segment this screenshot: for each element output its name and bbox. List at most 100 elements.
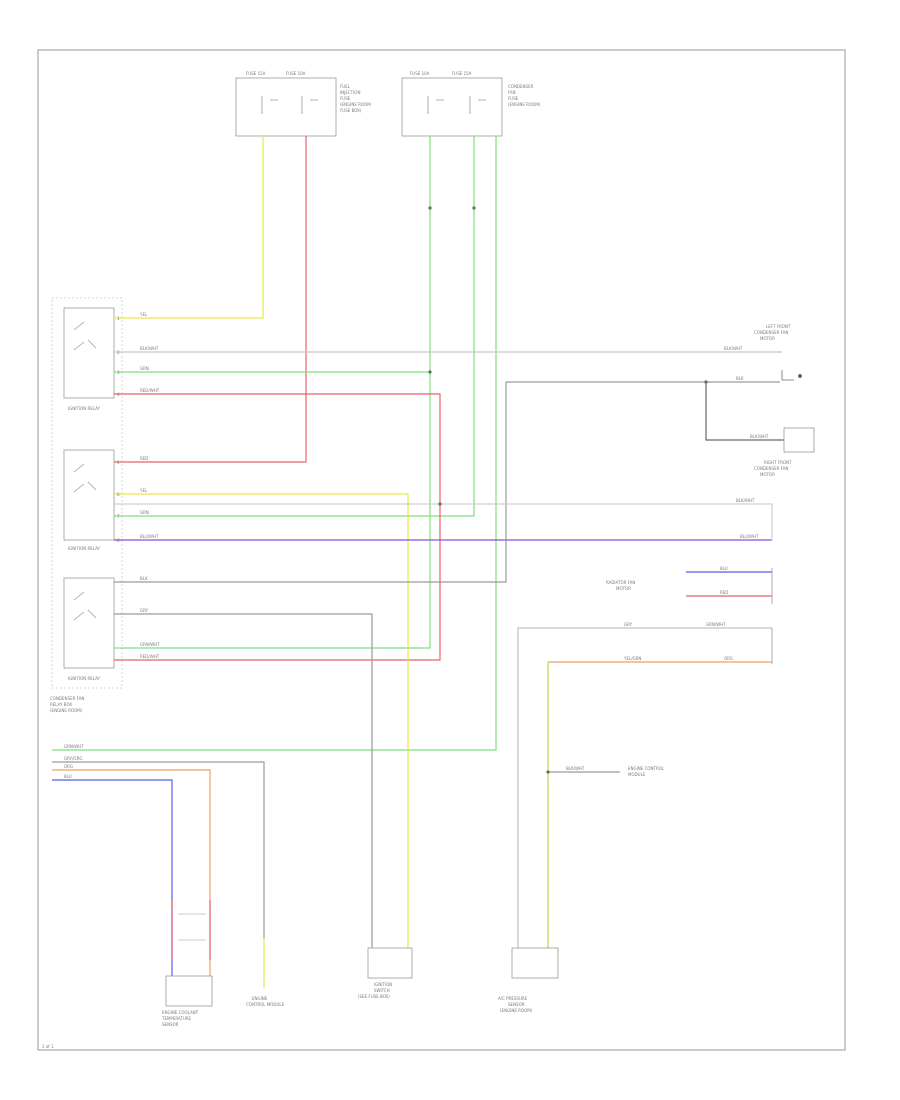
svg-text:FUSE 10A: FUSE 10A (410, 71, 430, 76)
wire-label-group: YEL BLK/WHT GRN RED/WHT RED YEL GRN BLU/… (64, 312, 769, 779)
right-front-condenser-fan-motor: RIGHT FRONT CONDENSER FAN MOTOR (754, 427, 815, 477)
svg-text:YEL: YEL (139, 488, 148, 493)
svg-text:8: 8 (117, 538, 120, 543)
svg-text:ENGINE CONTROL: ENGINE CONTROL (628, 766, 665, 771)
relay-group-label-2: RELAY BOX (50, 702, 72, 707)
svg-text:BLK: BLK (736, 376, 744, 381)
svg-text:(ENGINE ROOM): (ENGINE ROOM) (508, 102, 541, 107)
svg-text:BLK/WHT: BLK/WHT (140, 346, 159, 351)
svg-text:BLU: BLU (720, 566, 728, 571)
engine-control-module-bottom: ENGINE CONTROL MODULE (246, 938, 285, 1007)
svg-text:BLU: BLU (64, 774, 72, 779)
radiator-fan-motor: RADIATOR FAN MOTOR (606, 568, 773, 604)
svg-text:BLK: BLK (140, 576, 148, 581)
svg-text:GRY: GRY (624, 622, 633, 627)
svg-text:SWITCH: SWITCH (374, 988, 390, 993)
svg-text:IGNITION RELAY: IGNITION RELAY (68, 676, 101, 681)
svg-text:RED/WHT: RED/WHT (140, 654, 160, 659)
svg-text:RED: RED (720, 590, 728, 595)
svg-text:RED/WHT: RED/WHT (140, 388, 160, 393)
svg-text:IGNITION RELAY: IGNITION RELAY (68, 406, 101, 411)
svg-text:ENGINE COOLANT: ENGINE COOLANT (162, 1010, 199, 1015)
svg-text:GRN/WHT: GRN/WHT (140, 642, 160, 647)
svg-text:SENSOR: SENSOR (162, 1022, 179, 1027)
wire-gray-7 (52, 761, 265, 938)
wire-green-4 (52, 136, 497, 751)
wire-green-3 (114, 136, 475, 517)
svg-text:FUEL: FUEL (340, 84, 351, 89)
ignition-switch: IGNITION SWITCH (SEE FUSE BOX) (358, 947, 413, 999)
svg-text:YEL: YEL (139, 312, 148, 317)
pin-label-group: 1 2 3 4 5 6 7 8 (117, 316, 120, 543)
svg-text:YEL/GRN: YEL/GRN (623, 656, 641, 661)
wire-green-2 (114, 372, 431, 649)
ignition-relay-3: IGNITION RELAY (63, 577, 115, 681)
svg-text:CONDENSER FAN: CONDENSER FAN (754, 466, 788, 471)
relay-group-label-3: (ENGINE ROOM) (50, 708, 83, 713)
relay-group-label: CONDENSER FAN (50, 696, 84, 701)
svg-text:ENGINE: ENGINE (252, 996, 268, 1001)
engine-control-module-right: ENGINE CONTROL MODULE (628, 628, 773, 777)
svg-text:RIGHT FRONT: RIGHT FRONT (764, 460, 792, 465)
svg-text:TEMPERATURE: TEMPERATURE (161, 1016, 192, 1021)
svg-text:A/C PRESSURE: A/C PRESSURE (498, 996, 528, 1001)
svg-text:MOTOR: MOTOR (760, 472, 775, 477)
wire-blue-2 (52, 779, 173, 980)
svg-text:IGNITION RELAY: IGNITION RELAY (68, 546, 101, 551)
engine-coolant-temperature-sensor: ENGINE COOLANT TEMPERATURE SENSOR (161, 900, 213, 1027)
wire-green-1 (114, 136, 431, 373)
svg-text:GRN/WHT: GRN/WHT (64, 744, 84, 749)
svg-text:FUSE BOX): FUSE BOX) (340, 108, 362, 113)
svg-text:CONDENSER: CONDENSER (508, 84, 534, 89)
fuse-box-a: FUSE 15A FUSE 10A FUEL INJECTION FUSE (E… (235, 71, 371, 137)
svg-text:MOTOR: MOTOR (760, 336, 775, 341)
svg-text:4: 4 (117, 392, 120, 397)
svg-text:FAN: FAN (508, 90, 516, 95)
ignition-relay-2: IGNITION RELAY (63, 449, 115, 551)
wire-orange-2 (52, 769, 211, 980)
page-number: 1 of 1 (42, 1044, 54, 1049)
svg-text:3: 3 (117, 370, 120, 375)
wire-gray-5 (114, 503, 773, 540)
fuse-box-b: FUSE 10A FUSE 15A CONDENSER FAN FUSE (EN… (401, 71, 541, 137)
svg-text:6: 6 (117, 492, 120, 497)
svg-text:IGNITION: IGNITION (374, 982, 392, 987)
wire-gray-6 (517, 627, 772, 948)
wire-gray-3 (705, 382, 784, 441)
svg-text:7: 7 (117, 514, 120, 519)
svg-text:(ENGINE ROOM: (ENGINE ROOM (340, 102, 371, 107)
svg-text:GRN: GRN (140, 510, 149, 515)
wire-red-1 (114, 136, 307, 463)
wire-yellow-2 (114, 493, 409, 948)
ignition-relay-1: IGNITION RELAY (63, 307, 115, 411)
wire-red-2 (114, 393, 441, 661)
svg-text:BLU/WHT: BLU/WHT (140, 534, 159, 539)
relay-group-outline (51, 297, 123, 689)
svg-text:GRN/WHT: GRN/WHT (706, 622, 726, 627)
svg-text:RED: RED (140, 456, 148, 461)
svg-text:MOTOR: MOTOR (616, 586, 631, 591)
svg-text:ORG: ORG (64, 764, 73, 769)
splice-points (428, 206, 708, 774)
svg-text:FUSE 10A: FUSE 10A (286, 71, 306, 76)
svg-text:1: 1 (117, 316, 120, 321)
svg-text:BLU/WHT: BLU/WHT (740, 534, 759, 539)
svg-text:2: 2 (117, 350, 120, 355)
wires (52, 136, 784, 980)
wire-gray-4 (114, 613, 373, 948)
svg-text:SENSOR: SENSOR (508, 1002, 525, 1007)
svg-text:BLK/WHT: BLK/WHT (750, 434, 769, 439)
svg-text:FUSE 15A: FUSE 15A (246, 71, 266, 76)
svg-text:CONDENSER FAN: CONDENSER FAN (754, 330, 788, 335)
svg-text:GRY/ORG: GRY/ORG (64, 756, 82, 761)
wire-yellow-1 (114, 136, 264, 319)
svg-text:FUSE: FUSE (508, 96, 519, 101)
svg-text:CONTROL MODULE: CONTROL MODULE (246, 1002, 285, 1007)
svg-text:FUSE 15A: FUSE 15A (452, 71, 472, 76)
svg-text:FUSE: FUSE (340, 96, 351, 101)
wire-gray-2 (114, 381, 780, 583)
svg-text:BLK/WHT: BLK/WHT (724, 346, 743, 351)
svg-text:ORG: ORG (724, 656, 733, 661)
svg-text:GRN: GRN (140, 366, 149, 371)
